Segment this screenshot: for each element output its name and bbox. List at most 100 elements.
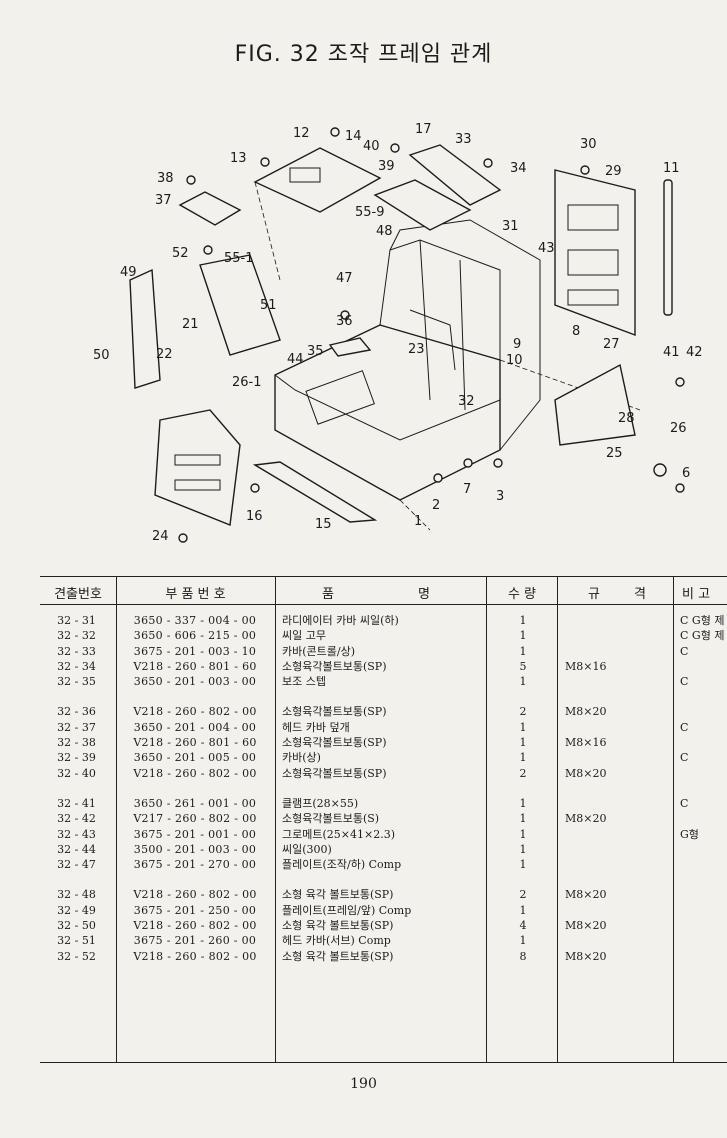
cell-no: 32 - 42: [57, 812, 96, 826]
cell-part-number: 3500 - 201 - 003 - 00: [133, 842, 257, 856]
callout-label: 10: [506, 353, 523, 368]
header-name-right: 명: [418, 587, 430, 602]
cell-qty: 1: [519, 675, 527, 689]
callout-label: 26-1: [232, 375, 262, 390]
head-cover-lid: [178, 191, 242, 226]
callout-label: 13: [230, 151, 247, 166]
main-frame: [274, 219, 641, 531]
callout-label: 17: [415, 122, 432, 137]
callout-label: 24: [152, 529, 169, 544]
cell-no: 32 - 51: [57, 934, 96, 948]
parts-table: 견출번호 부 품 번 호 품 명 수 량 규 격 비 고 32 - 31 3650…: [40, 576, 727, 1063]
cell-spec: M8×20: [565, 766, 607, 780]
callout-label: 51: [260, 298, 277, 313]
cell-note: C: [680, 675, 689, 689]
cell-part-number: V217 - 260 - 802 - 00: [133, 812, 257, 826]
cell-name: 소형육각볼트보통(SP): [282, 766, 387, 780]
cell-qty: 1: [519, 842, 527, 856]
cell-part-number: 3675 - 201 - 001 - 00: [133, 827, 257, 841]
cell-no: 32 - 35: [57, 675, 96, 689]
cell-spec: M8×20: [565, 919, 607, 933]
callout-label: 55-9: [355, 205, 385, 220]
cell-part-number: 3675 - 201 - 260 - 00: [133, 934, 257, 948]
cell-no: 32 - 49: [57, 903, 96, 917]
cell-part-number: V218 - 260 - 802 - 00: [133, 766, 257, 780]
cell-qty: 8: [519, 949, 527, 963]
page-number: 190: [350, 1076, 377, 1092]
callout-label: 30: [580, 137, 597, 152]
cell-note: C: [680, 751, 689, 765]
callout-label: 37: [155, 193, 172, 208]
cell-no: 32 - 37: [57, 720, 96, 734]
cell-name: 플레이트(프레임/앞) Comp: [282, 903, 412, 917]
cell-spec: M8×20: [565, 705, 607, 719]
cell-no: 32 - 36: [57, 705, 96, 719]
cell-qty: 1: [519, 827, 527, 841]
callout-label: 9: [513, 337, 521, 352]
callout-label: 14: [345, 129, 362, 144]
front-frame-plate: [129, 268, 161, 389]
callout-label: 41: [663, 345, 680, 360]
cell-name: 라디에이터 카바 씨일(하): [282, 614, 399, 627]
column-divider: [116, 577, 117, 1062]
callout-label: 38: [157, 171, 174, 186]
header-spec-right: 격: [634, 587, 646, 602]
callout-label: 34: [510, 161, 527, 176]
cell-qty: 1: [519, 644, 527, 658]
cell-name: 소형육각볼트보통(S): [282, 812, 380, 826]
cell-name: 카바(상): [282, 751, 321, 765]
cell-qty: 5: [519, 659, 527, 673]
callout-label: 3: [496, 489, 504, 504]
callout-label: 1: [414, 514, 422, 529]
cell-note: G형: [680, 827, 699, 841]
cell-name: 카바(콘트롤/상): [282, 644, 356, 658]
callout-label: 50: [93, 348, 110, 363]
cell-note: C G형 제: [680, 614, 725, 627]
column-divider: [486, 577, 487, 1062]
cell-spec: M8×20: [565, 949, 607, 963]
cell-part-number: 3650 - 606 - 215 - 00: [133, 629, 257, 643]
cell-qty: 4: [519, 919, 527, 933]
cell-spec: M8×20: [565, 888, 607, 902]
header-part-number: 부 품 번 호: [165, 587, 226, 602]
cell-qty: 1: [519, 812, 527, 826]
cell-no: 32 - 47: [57, 858, 96, 872]
cell-qty: 1: [519, 934, 527, 948]
cell-name: 소형 육각 볼트보통(SP): [282, 949, 394, 963]
bolt-markers: [178, 127, 685, 543]
cell-part-number: V218 - 260 - 802 - 00: [133, 919, 257, 933]
table-body: 32 - 31 3650 - 337 - 004 - 00 라디에이터 카바 씨일(…: [40, 613, 727, 979]
cell-qty: 1: [519, 858, 527, 872]
top-cover: [253, 147, 382, 281]
callout-label: 52: [172, 246, 189, 261]
cell-no: 32 - 39: [57, 751, 96, 765]
table-header: 견출번호 부 품 번 호 품 명 수 량 규 격 비 고: [40, 577, 727, 605]
cell-name: 클램프(28×55): [282, 796, 359, 810]
callout-label: 28: [618, 411, 635, 426]
cell-part-number: V218 - 260 - 802 - 00: [133, 949, 257, 963]
callout-label: 21: [182, 317, 199, 332]
callout-label: 44: [287, 352, 304, 367]
head-cover-sub: [199, 254, 281, 356]
cell-name: 씨일 고무: [282, 629, 326, 643]
row-group: 32 - 36 V218 - 260 - 802 - 00 소형육각볼트보통(SP)…: [40, 704, 727, 780]
cell-name: 소형 육각 볼트보통(SP): [282, 919, 394, 933]
cell-part-number: 3675 - 201 - 270 - 00: [133, 858, 257, 872]
cell-part-number: V218 - 260 - 802 - 00: [133, 888, 257, 902]
cell-no: 32 - 34: [57, 659, 96, 673]
cell-spec: M8×16: [565, 736, 607, 750]
cell-no: 32 - 31: [57, 614, 96, 627]
cell-part-number: 3650 - 337 - 004 - 00: [133, 614, 257, 627]
callout-label: 2: [432, 498, 440, 513]
cell-no: 32 - 33: [57, 644, 96, 658]
cell-name: 소형 육각 볼트보통(SP): [282, 888, 394, 902]
